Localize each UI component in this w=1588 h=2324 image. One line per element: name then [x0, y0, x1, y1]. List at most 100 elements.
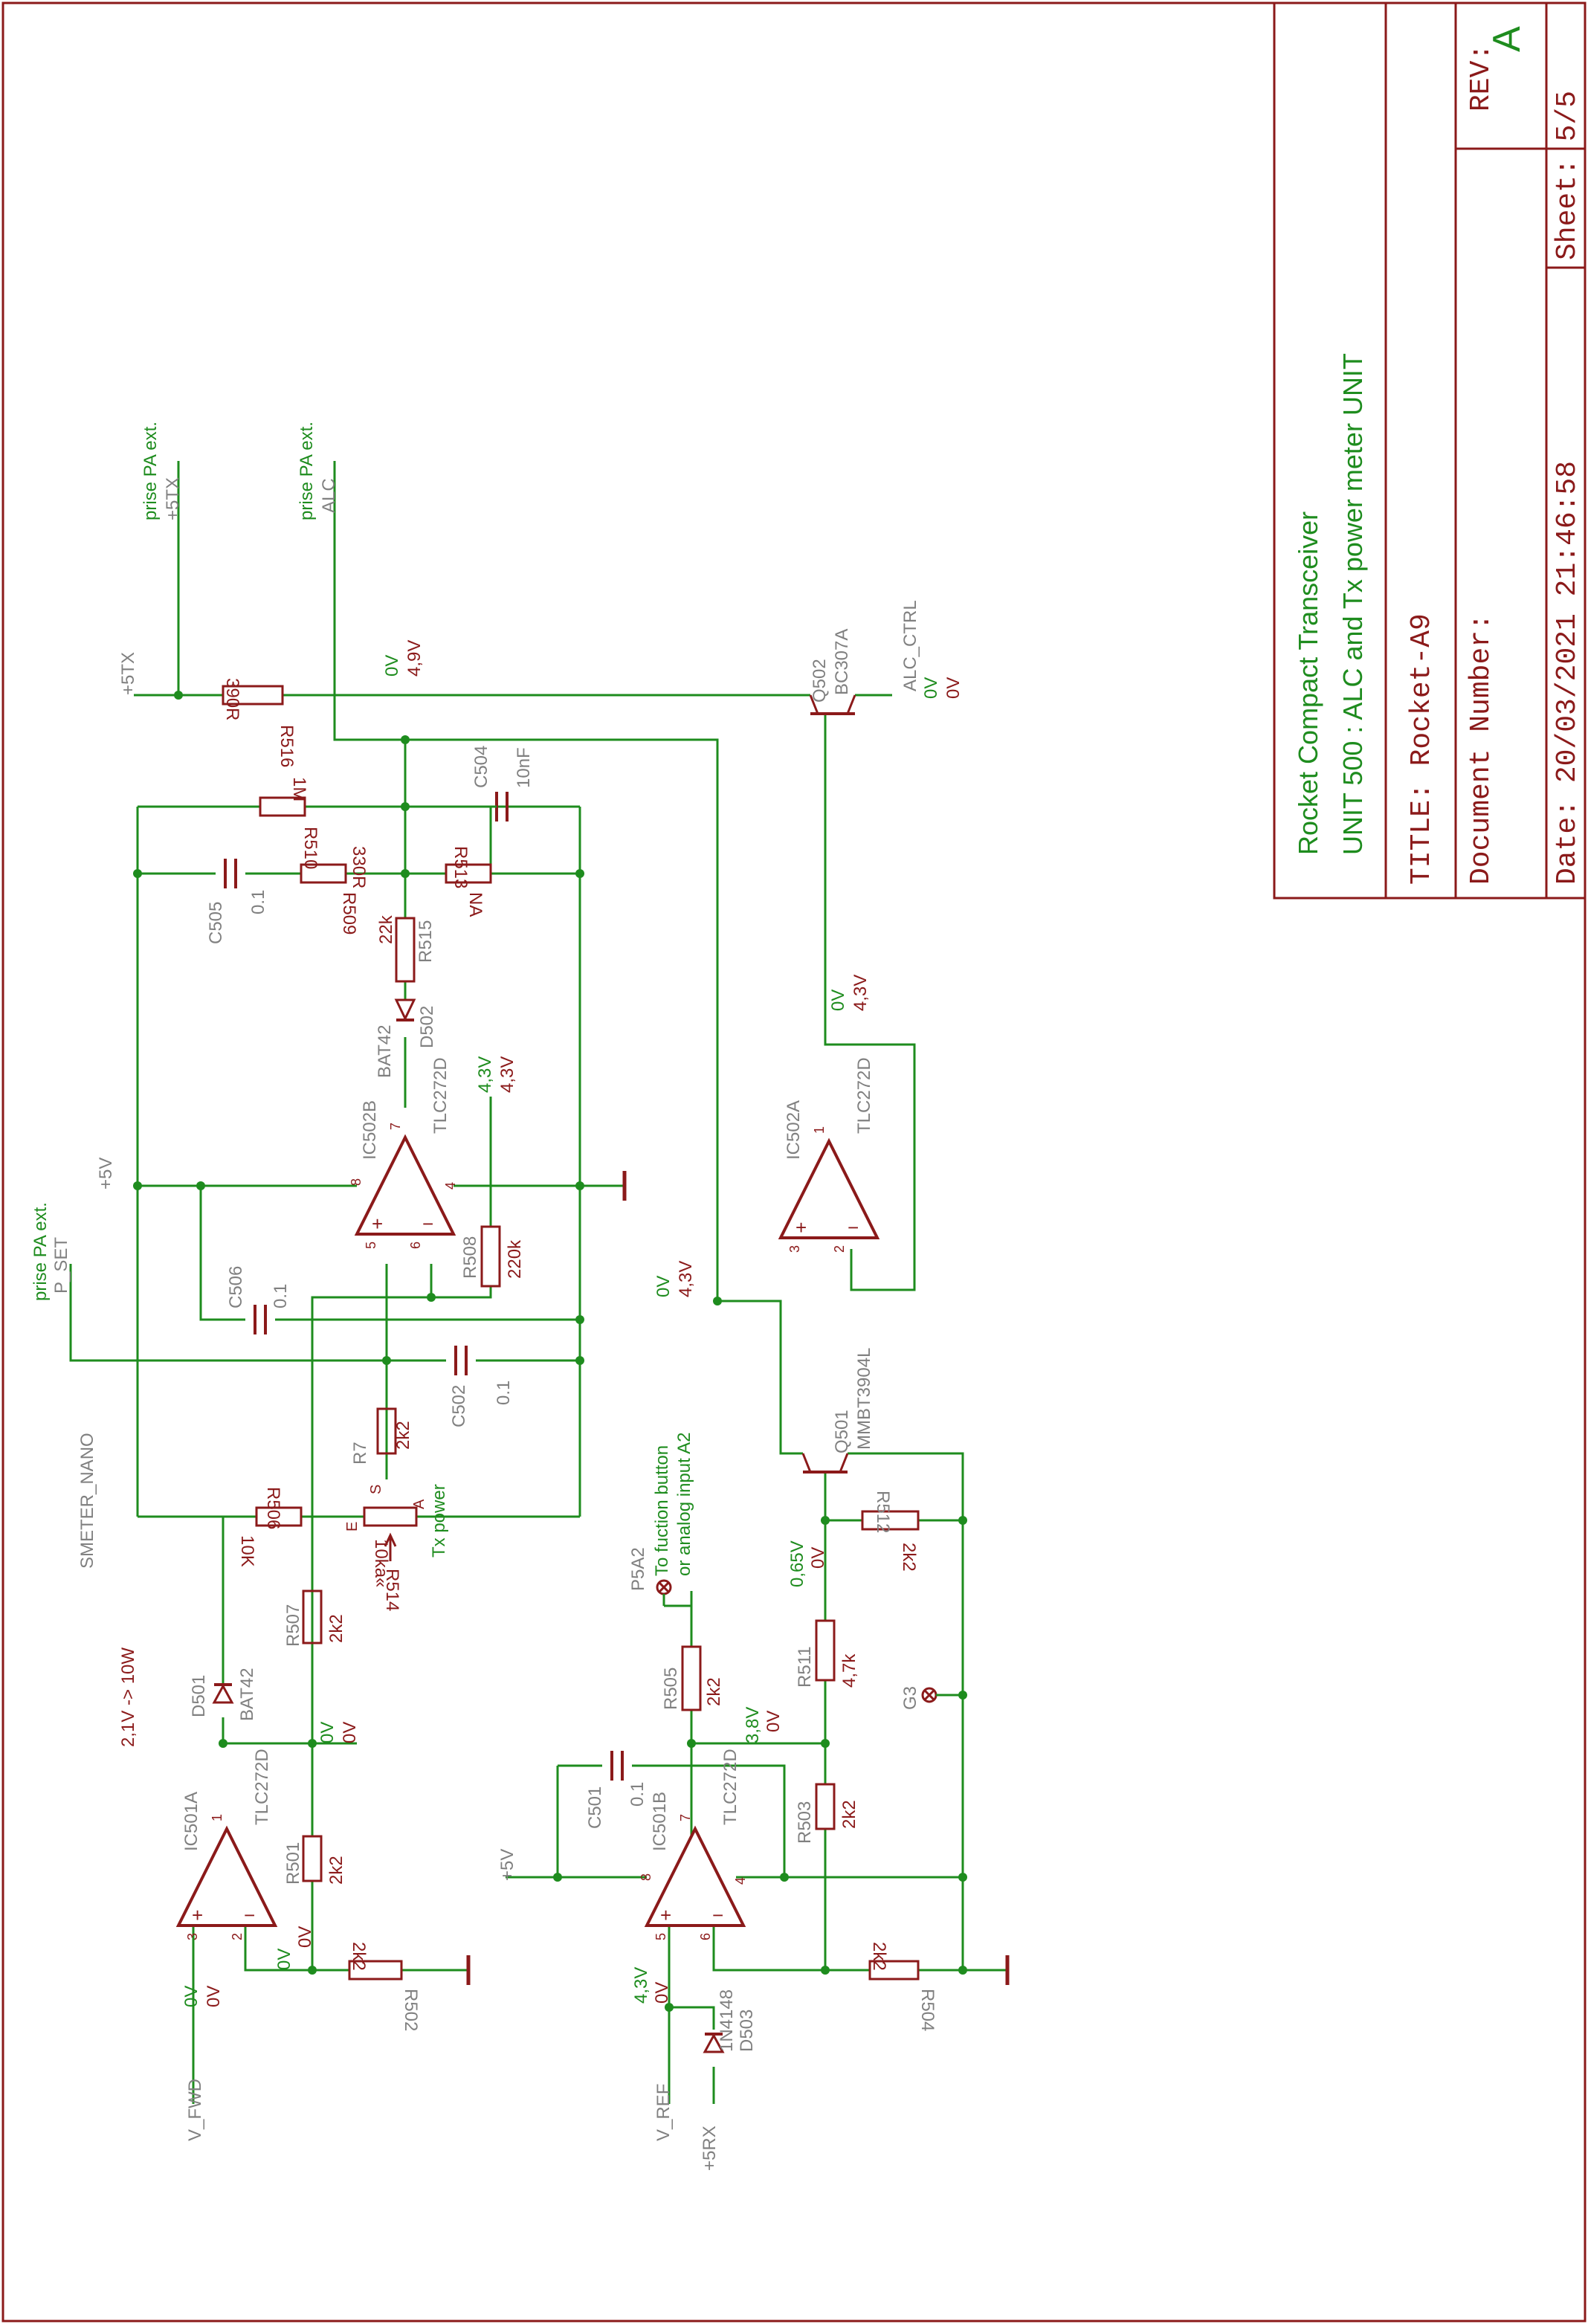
pin-pot-s: S — [368, 1485, 384, 1494]
opamp-ic501b — [644, 1825, 746, 1927]
ref-r513: R513 — [451, 846, 471, 888]
pin-number: 3 — [185, 1933, 200, 1940]
ref-r501: R501 — [283, 1842, 303, 1885]
ref-c501: C501 — [585, 1786, 605, 1829]
pin-number: 1 — [812, 1126, 827, 1134]
revision-value: A — [1485, 26, 1529, 52]
ref-c502: C502 — [449, 1385, 469, 1427]
voltage-label: 0,65V — [787, 1540, 807, 1587]
pin-number: 5 — [364, 1242, 378, 1249]
val-r502: 2k2 — [349, 1942, 369, 1971]
val-c504: 10nF — [514, 747, 534, 788]
val-r7: 2k2 — [393, 1421, 413, 1450]
val-r511: 4,7k — [839, 1653, 859, 1688]
ref-r512: R512 — [873, 1491, 893, 1533]
diode-d501 — [212, 1683, 234, 1704]
val-r504: 2k2 — [869, 1942, 889, 1971]
net-label-5tx-rail: +5TX — [118, 652, 138, 695]
ref-d501: D501 — [189, 1675, 209, 1717]
ref-c504: C504 — [471, 746, 491, 788]
val-r510: 1M — [289, 777, 309, 801]
resistor-r506 — [255, 1506, 303, 1527]
net-label-g3: G3 — [900, 1686, 920, 1710]
val-r515: 22k — [376, 914, 396, 944]
unit-title: UNIT 500 : ALC and Tx power meter UNIT — [1337, 353, 1368, 855]
ref-r505: R505 — [661, 1668, 681, 1710]
p5a2-note-line1: To fuction button — [652, 1445, 672, 1576]
labels: prise PA ext. +5TX prise PA ext. ALC pri… — [30, 422, 964, 2171]
resistor-r508 — [480, 1225, 501, 1288]
ref-q502: Q502 — [810, 659, 830, 703]
voltage-label: 0V — [181, 1986, 201, 2007]
ext-note-alc: prise PA ext. — [297, 422, 317, 520]
svg-text:+: + — [372, 1213, 383, 1235]
transistor-q502 — [809, 694, 856, 715]
ref-r506: R506 — [263, 1487, 283, 1529]
ref-ic502b: IC502B — [360, 1100, 380, 1160]
pin-number: 8 — [349, 1178, 364, 1186]
ref-c505: C505 — [206, 902, 226, 944]
pin-pot-e: E — [344, 1522, 361, 1531]
resistor-r503 — [815, 1783, 836, 1830]
resistor-r507 — [302, 1589, 323, 1644]
capacitor-c505 — [224, 859, 237, 888]
resistor-r504 — [868, 1960, 920, 1981]
transistor-q501 — [801, 1453, 849, 1474]
val-c501: 0.1 — [627, 1782, 648, 1807]
voltage-label: 0V — [943, 677, 964, 699]
ref-ic501a: IC501A — [181, 1792, 201, 1851]
resistor-r502 — [348, 1960, 403, 1981]
voltage-label: 0V — [653, 1276, 674, 1297]
voltage-label: 4,3V — [497, 1056, 517, 1093]
capacitor-c501 — [610, 1751, 624, 1781]
resistor-r512 — [861, 1510, 920, 1531]
svg-text:−: − — [422, 1213, 433, 1235]
ref-r516: R516 — [277, 725, 297, 767]
svg-text:+: + — [660, 1904, 671, 1926]
pin-number: 8 — [639, 1873, 653, 1881]
voltage-label: 0V — [921, 677, 941, 699]
resistor-r509 — [300, 863, 347, 884]
val-c506: 0.1 — [271, 1284, 291, 1308]
testpoint-p5a2 — [656, 1579, 691, 1607]
voltage-label: 4,3V — [631, 1967, 651, 2004]
val-c502: 0.1 — [494, 1381, 514, 1405]
ref-ic502a: IC502A — [784, 1100, 804, 1160]
resistor-r505 — [681, 1645, 702, 1711]
resistor-r510 — [259, 796, 306, 817]
pin-number: 1 — [210, 1814, 225, 1821]
val-c505: 0.1 — [248, 890, 268, 914]
project-title: Rocket Compact Transceiver — [1293, 511, 1323, 855]
svg-text:+: + — [192, 1904, 203, 1926]
sheet-number: Sheet: 5/5 — [1552, 91, 1584, 260]
pin-pot-a: A — [411, 1499, 427, 1509]
ref-r509: R509 — [339, 892, 359, 935]
ref-r511: R511 — [795, 1646, 815, 1688]
ref-r502: R502 — [401, 1989, 421, 2031]
voltage-label: 0V — [295, 1926, 315, 1948]
capacitor-c502 — [454, 1346, 468, 1375]
val-ic501b: TLC272D — [720, 1749, 740, 1825]
ref-q501: Q501 — [832, 1410, 852, 1453]
ext-note-pset: prise PA ext. — [30, 1202, 51, 1301]
wires — [69, 461, 1007, 2104]
net-label-vref: V_REF — [653, 2084, 674, 2141]
val-d502: BAT42 — [375, 1024, 395, 1078]
junctions — [133, 691, 967, 2012]
net-label-alc-ctrl: ALC_CTRL — [900, 600, 920, 691]
net-label-alc: ALC — [319, 478, 339, 513]
val-r505: 2k2 — [704, 1677, 724, 1706]
capacitor-c506 — [254, 1305, 267, 1334]
resistor-r515 — [395, 917, 416, 983]
range-note: 2,1V -> 10W — [118, 1647, 138, 1747]
ref-r515: R515 — [416, 920, 436, 963]
val-q502: BC307A — [832, 629, 852, 695]
net-label-smeter: SMETER_NANO — [77, 1433, 97, 1569]
voltage-label: 0V — [274, 1949, 294, 1970]
svg-text:−: − — [712, 1904, 723, 1926]
voltage-label: 3,8V — [743, 1707, 763, 1743]
voltage-label: 0V — [382, 655, 402, 677]
ext-note-5tx: prise PA ext. — [141, 422, 161, 520]
pin-number: 7 — [388, 1123, 403, 1130]
